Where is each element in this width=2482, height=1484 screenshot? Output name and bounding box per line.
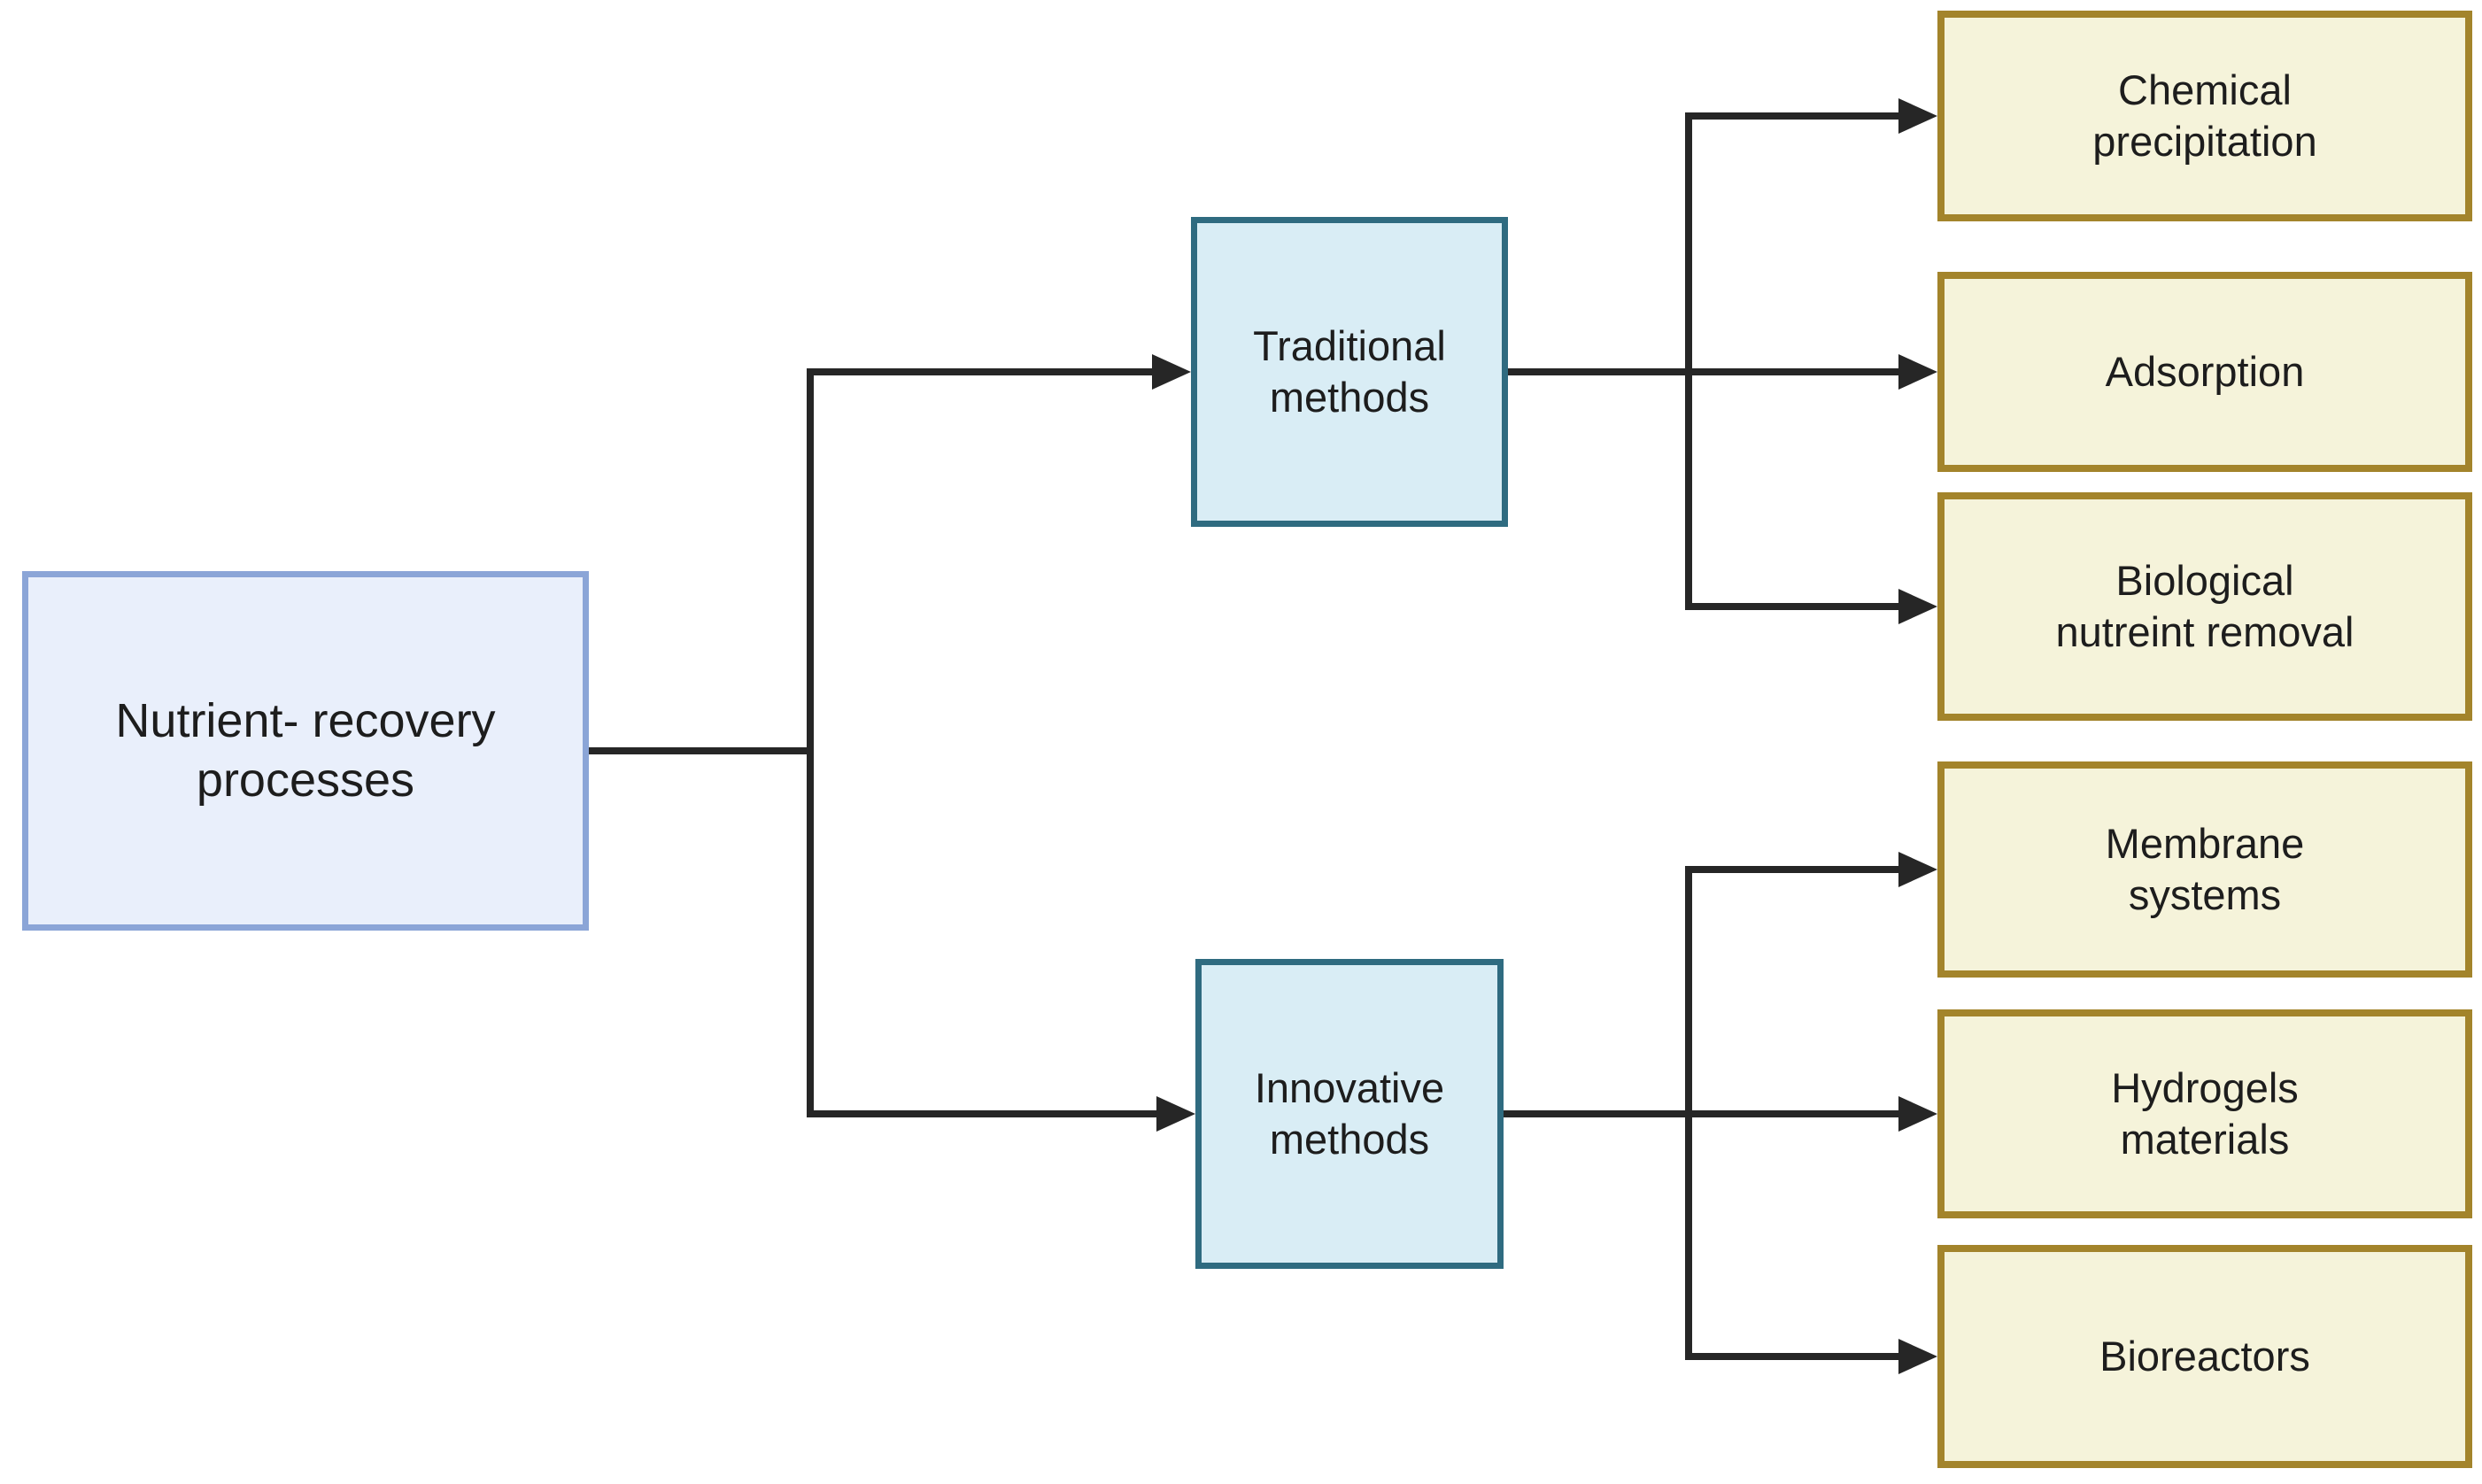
- node-nutrient-recovery-processes: Nutrient- recovery processes: [22, 571, 589, 931]
- node-bioreactors: Bioreactors: [1937, 1245, 2472, 1468]
- node-hydrogels-materials: Hydrogels materials: [1937, 1009, 2472, 1218]
- arrowhead-icon: [1898, 852, 1937, 887]
- connector-traditional-to-chemical: [1685, 112, 1902, 372]
- arrowhead-icon: [1898, 589, 1937, 624]
- node-innovative-methods: Innovative methods: [1195, 959, 1504, 1269]
- arrowhead-icon: [1152, 354, 1191, 390]
- node-traditional-methods-label: Traditional methods: [1253, 321, 1446, 421]
- arrowhead-icon: [1898, 1339, 1937, 1374]
- connector-innovative-to-bioreactors: [1685, 1114, 1902, 1360]
- arrowhead-icon: [1898, 1096, 1937, 1132]
- node-traditional-methods: Traditional methods: [1191, 217, 1508, 527]
- node-chemical-precipitation-label: Chemical precipitation: [2092, 66, 2317, 165]
- node-membrane-systems-label: Membrane systems: [2105, 819, 2305, 918]
- arrowhead-icon: [1156, 1096, 1195, 1132]
- node-adsorption: Adsorption: [1937, 272, 2472, 472]
- node-biological-nutrient-removal: Biological nutreint removal: [1937, 492, 2472, 721]
- arrowhead-icon: [1898, 354, 1937, 390]
- node-chemical-precipitation: Chemical precipitation: [1937, 11, 2472, 221]
- node-biological-nutrient-removal-label: Biological nutreint removal: [2055, 556, 2354, 655]
- node-bioreactors-label: Bioreactors: [2099, 1332, 2310, 1380]
- arrowhead-icon: [1898, 98, 1937, 134]
- connector-root-to-innovative: [807, 751, 1158, 1117]
- node-innovative-methods-label: Innovative methods: [1254, 1063, 1445, 1163]
- connector-innovative-to-membrane: [1685, 866, 1902, 1114]
- connector-traditional-to-biological: [1685, 372, 1902, 610]
- connector-root-to-traditional: [807, 368, 1154, 751]
- node-membrane-systems: Membrane systems: [1937, 761, 2472, 978]
- node-adsorption-label: Adsorption: [2105, 347, 2305, 395]
- node-nutrient-recovery-processes-label: Nutrient- recovery processes: [115, 694, 496, 807]
- node-hydrogels-materials-label: Hydrogels materials: [2111, 1063, 2299, 1163]
